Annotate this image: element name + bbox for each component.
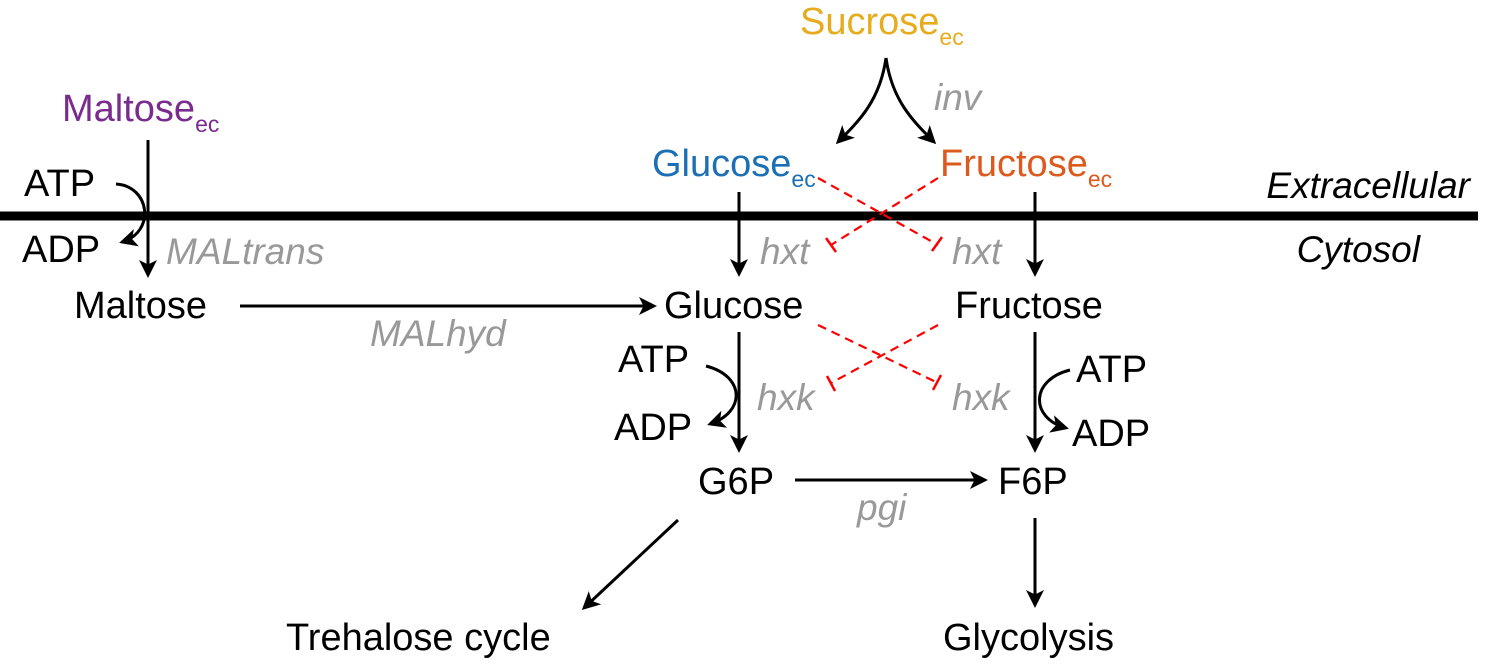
inhibition-bar-hxk-fructose <box>931 374 943 391</box>
inhibition-bar-hxk-glucose <box>825 375 837 392</box>
glucose-inhibits-fructose-hxk <box>817 324 939 384</box>
sucrose-to-glucose-arrow <box>835 57 888 145</box>
g6p-label: G6P <box>698 461 774 503</box>
inhibition-bar-hxt-glucose <box>824 237 838 253</box>
glucose-ec-inhibits-fructose-hxt <box>817 177 939 246</box>
extracellular-label: Extracellular <box>1266 165 1471 206</box>
glucose-ec-label: Glucoseec <box>652 143 816 192</box>
hxt-fructose-enzyme-label: hxt <box>952 231 1003 272</box>
f6p-label: F6P <box>998 461 1068 503</box>
malhyd-enzyme-label: MALhyd <box>370 313 507 354</box>
glucose-hxk-atp-arrow <box>705 364 738 428</box>
maltose-transport-adp-label: ADP <box>22 229 100 271</box>
fructose-ec-inhibits-glucose-hxt <box>830 177 939 246</box>
glycolysis-label: Glycolysis <box>943 617 1114 659</box>
fructose-hxk-atp-label: ATP <box>1076 349 1147 391</box>
sucrose-to-fructose-arrow <box>884 57 937 145</box>
fructose-hxk-adp-label: ADP <box>1072 413 1150 455</box>
maltrans-enzyme-label: MALtrans <box>166 231 324 272</box>
maltose-transport-atp-arrow <box>115 182 147 247</box>
glucose-label: Glucose <box>664 285 803 327</box>
fructose-inhibits-glucose-hxk <box>830 324 939 384</box>
maltose-label: Maltose <box>74 285 207 327</box>
pgi-enzyme-label: pgi <box>856 487 908 528</box>
hxt-glucose-enzyme-label: hxt <box>760 231 811 272</box>
sucrose-ec-label: Sucroseec <box>800 1 964 50</box>
trehalose-cycle-label: Trehalose cycle <box>286 617 551 659</box>
fructose-ec-label: Fructoseec <box>940 143 1112 192</box>
hxk-glucose-enzyme-label: hxk <box>757 377 817 418</box>
fructose-label: Fructose <box>955 285 1103 327</box>
inhibition-bar-hxt-fructose <box>930 236 944 252</box>
hxk-fructose-enzyme-label: hxk <box>952 377 1012 418</box>
inv-enzyme-label: inv <box>934 77 984 118</box>
fructose-hxk-atp-arrow <box>1038 368 1071 433</box>
cytosol-label: Cytosol <box>1297 229 1422 270</box>
glucose-hxk-adp-label: ADP <box>614 407 692 449</box>
maltose-transport-atp-label: ATP <box>24 163 95 205</box>
g6p-to-trehalose-arrow <box>581 518 680 611</box>
glucose-hxk-atp-label: ATP <box>618 339 689 381</box>
maltose-ec-label: Maltoseec <box>62 88 219 137</box>
